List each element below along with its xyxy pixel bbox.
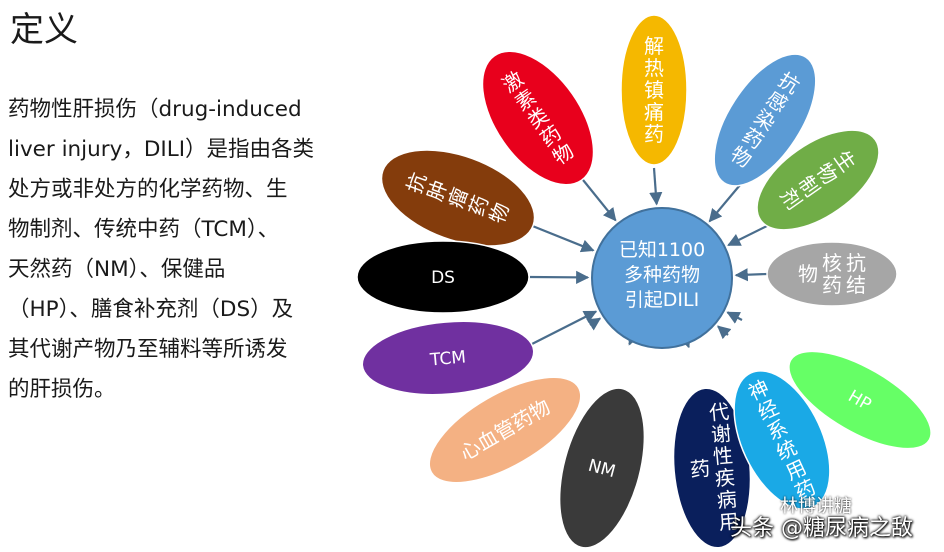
category-oval-group: 解热镇痛药激素类药物抗感染药物生物制剂抗肿瘤药物抗结核药物DSTCMHP心血管药… <box>356 14 932 549</box>
category-hp: HP <box>788 350 932 450</box>
arrow-jiere <box>649 167 663 206</box>
page-title: 定义 <box>10 10 78 50</box>
arrow-kanggan <box>708 184 741 223</box>
oval-tcm <box>361 320 535 396</box>
watermark-text: 头条 @糖尿病之敌 <box>730 516 913 541</box>
oval-jisu <box>481 50 595 186</box>
oval-hp <box>788 350 932 450</box>
arrow-xinxue <box>586 317 602 331</box>
oval-jiere <box>620 14 688 166</box>
arrow-hp <box>726 311 743 324</box>
category-jiere: 解热镇痛药 <box>620 14 688 166</box>
oval-kangjh <box>766 241 898 307</box>
category-ds: DS <box>356 240 530 314</box>
oval-ds <box>356 240 530 314</box>
arrow-kangzl <box>529 223 595 253</box>
oval-nm <box>558 387 646 549</box>
category-kanggan: 抗感染药物 <box>713 53 817 187</box>
category-shenjing: 神经系统用药 <box>733 370 831 510</box>
category-kangjh: 抗结核药物 <box>766 241 898 307</box>
label-kangjh: 抗结核药物 <box>798 251 866 297</box>
arrow-kangjh <box>734 268 768 282</box>
category-kangzl: 抗肿瘤药物 <box>380 149 536 247</box>
label-ds: DS <box>431 268 455 288</box>
oval-shengwu <box>756 129 880 231</box>
category-tcm: TCM <box>361 320 535 396</box>
oval-shenjing <box>733 370 831 510</box>
oval-kanggan <box>713 53 817 187</box>
category-jisu: 激素类药物 <box>481 50 595 186</box>
definition-paragraph: 药物性肝损伤（drug-induced liver injury，DILI）是指… <box>8 97 315 402</box>
arrow-shenjing <box>717 325 732 340</box>
oval-xinxue <box>428 376 582 484</box>
arrow-daixie <box>678 333 691 349</box>
category-daixie: 代谢性疾病用药 <box>672 387 752 549</box>
label-jiere: 解热镇痛药 <box>644 34 664 146</box>
arrow-group <box>529 167 776 349</box>
category-shengwu: 生物制剂 <box>756 129 880 231</box>
category-nm: NM <box>558 387 646 549</box>
label-tcm: TCM <box>428 347 467 370</box>
arrow-tcm <box>529 310 598 346</box>
watermark-logo: 林博讲糖 <box>780 496 852 517</box>
hub-circle-shape <box>591 207 733 349</box>
arrow-nm <box>628 330 641 346</box>
oval-kangzl <box>380 149 536 247</box>
label-daixie: 代谢性疾病用药 <box>684 399 740 536</box>
